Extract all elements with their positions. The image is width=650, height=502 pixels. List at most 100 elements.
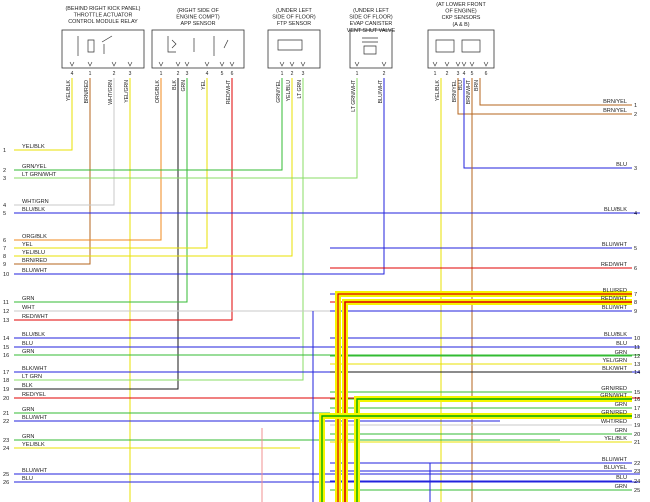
right-pin-number: 11 [634, 345, 640, 351]
left-pin-number: 4 [3, 203, 6, 209]
left-pin-number: 19 [3, 387, 9, 393]
left-pin-number: 22 [3, 419, 9, 425]
component-title-evap: (UNDER LEFT [353, 8, 389, 14]
ftp-symbol [277, 39, 303, 51]
pin-terminal [158, 61, 164, 67]
pin-number: 6 [231, 71, 234, 77]
wire-app [14, 78, 162, 241]
right-wire-label: BLU/BLK [604, 207, 627, 213]
right-pin-number: 16 [634, 397, 640, 403]
wire-app [14, 78, 179, 390]
components-layer [61, 29, 495, 69]
left-wire-label: GRN [22, 407, 34, 413]
left-wire-label: LT GRN/WHT [22, 172, 57, 178]
left-pin-number: 25 [3, 472, 9, 478]
pin-number: 6 [485, 71, 488, 77]
pin-terminal [69, 61, 75, 67]
wire-evap [14, 78, 358, 179]
wire-label-tac: BRN/RED [84, 80, 90, 104]
wire-label-app: RED/WHT [226, 79, 232, 104]
left-pin-number: 6 [3, 238, 6, 244]
left-wire-label: BLU/BLK [22, 332, 45, 338]
right-pin-number: 9 [634, 309, 637, 315]
connector-tac [61, 29, 145, 69]
component-title-ftp: (UNDER LEFT [276, 8, 312, 14]
wire-label-ftp: LT GRN [297, 80, 303, 99]
wire-label-app: GRN [181, 80, 187, 92]
left-wire-label: GRN/YEL [22, 164, 47, 170]
right-wire-label: BLK/WHT [602, 366, 627, 372]
component-title-app: ENGINE COMPT) [176, 15, 220, 21]
wire-label-ckp: BRN/WHT [466, 79, 472, 104]
right-wire-label: GRN [615, 402, 627, 408]
right-pin-number: 2 [634, 112, 637, 118]
right-pin-number: 5 [634, 246, 637, 252]
pin-terminal [483, 61, 489, 67]
left-wire-label: BRN/RED [22, 258, 47, 264]
left-pin-number: 5 [3, 211, 6, 217]
wire-label-ckp: BRN/YEL [452, 80, 458, 102]
connector-ftp [267, 29, 321, 69]
wire-label-evap: BLU/WHT [378, 79, 384, 103]
right-pin-number: 3 [634, 166, 637, 172]
left-wire-label: WHT [22, 305, 35, 311]
right-wire-label: BLU/RED [603, 288, 627, 294]
pin-terminal [204, 61, 210, 67]
left-wire-label: BLU/WHT [22, 468, 48, 474]
left-wire-label: BLU/BLK [22, 207, 45, 213]
pin-number: 3 [186, 71, 189, 77]
pin-terminal [111, 61, 117, 67]
right-pin-number: 7 [634, 292, 637, 298]
component-title-ftp: FTP SENSOR [277, 21, 311, 27]
sensor-symbol [167, 36, 229, 56]
right-pin-number: 8 [634, 300, 637, 306]
pin-terminal [87, 61, 93, 67]
left-wire-label: GRN [22, 296, 34, 302]
left-pin-number: 15 [3, 345, 9, 351]
left-pin-number: 14 [3, 336, 9, 342]
relay-symbol [77, 35, 113, 56]
right-wire-label: BLU [616, 341, 627, 347]
labels-layer: (BEHIND RIGHT KICK PANEL)THROTTLE ACTUAT… [3, 2, 640, 494]
right-wire-label: BLU [616, 475, 627, 481]
right-wire-label: BRN/YEL [603, 108, 627, 114]
wire-label-tac: YEL/BLK [66, 79, 72, 101]
pin-number: 4 [206, 71, 209, 77]
component-title-ckp: CKP SENSORS [442, 15, 481, 21]
wire-tac [14, 78, 115, 206]
right-pin-number: 1 [634, 103, 637, 109]
wire-label-tac: YEL/GRN [124, 80, 130, 103]
wire-app [14, 78, 233, 321]
wire-ckp [457, 78, 632, 115]
wire-ckp [479, 78, 632, 106]
right-wire-label: WHT/RED [601, 419, 627, 425]
wire-label-app: YEL [201, 80, 207, 90]
left-pin-number: 26 [3, 480, 9, 486]
left-pin-number: 12 [3, 309, 9, 315]
component-title-tac: (BEHIND RIGHT KICK PANEL) [66, 6, 141, 12]
right-pin-number: 24 [634, 479, 640, 485]
wire-ftp [14, 78, 304, 381]
wire-label-evap: LT GRN/WHT [351, 79, 357, 112]
left-pin-number: 23 [3, 438, 9, 444]
right-pin-number: 14 [634, 370, 640, 376]
pin-number: 2 [113, 71, 116, 77]
component-title-app: APP SENSOR [181, 21, 216, 27]
right-wire-label: GRN/RED [601, 410, 627, 416]
pin-terminal [455, 61, 461, 67]
right-pin-number: 12 [634, 354, 640, 360]
right-wire-label: BLU/YEL [604, 465, 627, 471]
pin-terminal [219, 61, 225, 67]
right-pin-number: 10 [634, 336, 640, 342]
left-pin-number: 8 [3, 254, 6, 260]
left-pin-number: 10 [3, 272, 9, 278]
ckp-symbol [435, 39, 481, 53]
right-wire-label: GRN/WHT [600, 393, 627, 399]
left-wire-label: BLU/WHT [22, 415, 48, 421]
right-wire-label: BRN/YEL [603, 99, 627, 105]
left-wire-label: GRN [22, 349, 34, 355]
left-pin-number: 7 [3, 246, 6, 252]
left-pin-number: 13 [3, 318, 9, 324]
wire-ftp [14, 78, 293, 257]
